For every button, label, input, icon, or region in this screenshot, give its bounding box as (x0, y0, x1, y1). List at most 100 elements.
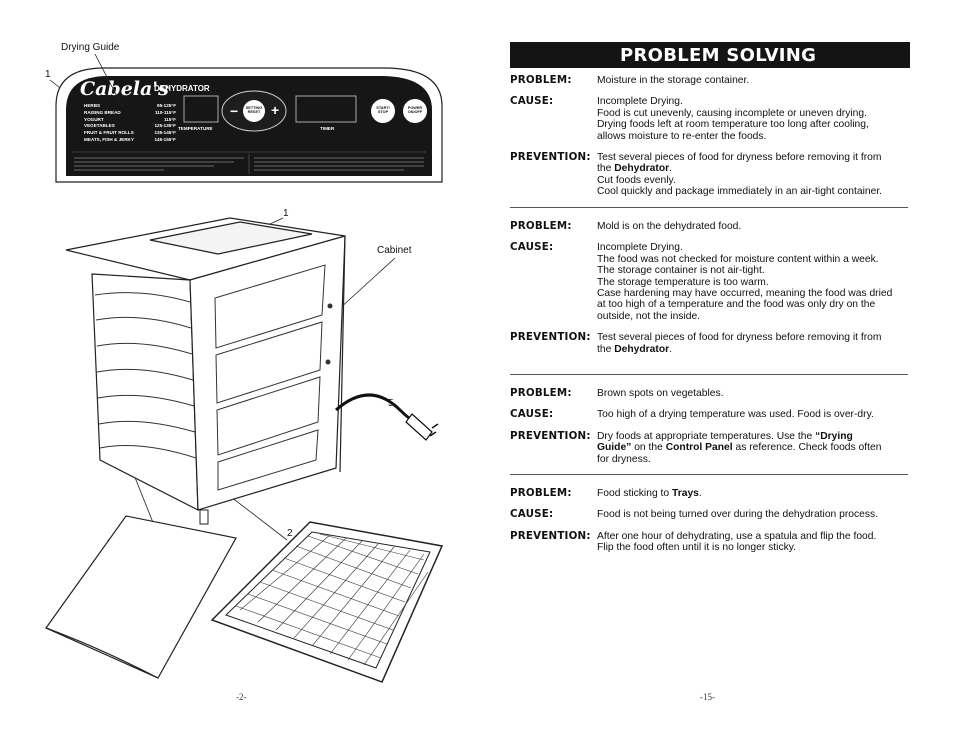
guide-temp: 145-155°F (154, 136, 176, 142)
cause-label: CAUSE: (510, 241, 554, 254)
text-run: Food sticking to (597, 488, 672, 499)
prevention-label: PREVENTION: (510, 529, 591, 542)
text-run: as reference. Check foods often (732, 442, 882, 454)
guide-temp: 125-135°F (154, 123, 176, 129)
panel-timer-label: TIMER (320, 126, 335, 131)
prevention-row: PREVENTION: Test several pieces of food … (510, 151, 910, 198)
guide-temp: 135-145°F (154, 130, 176, 136)
callout-number-1-panel: 1 (45, 69, 51, 80)
prevention-text: After one hour of dehydrating, use a spa… (597, 531, 910, 554)
cause-line: Incomplete Drying. (597, 242, 683, 254)
text-run: the (597, 163, 615, 175)
prevention-text: Test several pieces of food for dryness … (597, 152, 910, 198)
text-run: . (669, 343, 672, 355)
prevention-line: After one hour of dehydrating, use a spa… (597, 530, 877, 542)
prevention-label: PREVENTION: (510, 429, 591, 442)
problem-text: Brown spots on vegetables. (597, 388, 724, 399)
cause-line: at too high of a temperature and the foo… (597, 299, 876, 311)
text-run: . (698, 488, 702, 499)
callout-drying-guide: Drying Guide (61, 42, 120, 53)
problem-text: Food sticking to Trays. (597, 488, 910, 499)
text-run: . (669, 163, 672, 175)
prevention-row: PREVENTION: Test several pieces of food … (510, 331, 910, 355)
guide-temp: 95-125°F (157, 103, 176, 108)
guide-row: MEATS, FISH & JERKY 145-155°F (84, 137, 176, 144)
cause-line: Incomplete Drying. (597, 96, 683, 108)
prevention-line: the Dehydrator. (597, 344, 910, 355)
prevention-line: Flip the food often until it is no longe… (597, 542, 796, 554)
panel-power-button[interactable]: POWER ON/OFF (407, 106, 423, 115)
cause-line: The storage temperature is too warm. (597, 276, 769, 288)
text-run: Dry foods at appropriate temperatures. U… (597, 430, 816, 442)
panel-product-name: DEHYDRATOR (154, 84, 210, 93)
problem-text: Moisture in the storage container. (597, 75, 750, 86)
cause-row: CAUSE: Too high of a drying temperature … (510, 408, 910, 421)
panel-start-stop-button[interactable]: START/ STOP (376, 106, 390, 115)
cause-text: Too high of a drying temperature was use… (597, 409, 874, 421)
text-run-bold: Trays (671, 488, 699, 499)
prevention-line: Cool quickly and package immediately in … (597, 186, 883, 198)
guide-food: RAISING BREAD (84, 109, 121, 115)
problem-label: PROBLEM: (510, 220, 572, 232)
cause-label: CAUSE: (510, 508, 554, 521)
panel-temperature-label: TEMPERATURE (178, 126, 213, 131)
prevention-line: the Dehydrator. (597, 163, 910, 174)
cause-row: CAUSE: Incomplete Drying. Food is cut un… (510, 95, 910, 142)
prevention-text: Dry foods at appropriate temperatures. U… (597, 431, 910, 465)
cause-label: CAUSE: (510, 95, 554, 108)
problem-row: PROBLEM: Moisture in the storage contain… (510, 74, 910, 86)
text-run-bold: Dehydrator (614, 343, 670, 355)
text-run-bold: “Drying (815, 430, 853, 442)
problem-row: PROBLEM: Mold is on the dehydrated food. (510, 220, 910, 232)
callout-number-2: 2 (287, 528, 293, 539)
prevention-row: PREVENTION: After one hour of dehydratin… (510, 529, 910, 554)
problem-row: PROBLEM: Brown spots on vegetables. (510, 387, 910, 399)
prevention-line: Cut foods evenly. (597, 174, 676, 186)
cause-row: CAUSE: Food is not being turned over dur… (510, 508, 910, 521)
problem-text: Mold is on the dehydrated food. (597, 221, 742, 232)
cause-line: The food was not checked for moisture co… (597, 253, 879, 265)
cause-text: Incomplete Drying. Food is cut unevenly,… (597, 96, 910, 142)
guide-food: VEGETABLES (84, 123, 115, 129)
text-run: the (597, 343, 615, 355)
prevention-text: Test several pieces of food for dryness … (597, 332, 910, 355)
prevention-line: Guide” on the Control Panel as reference… (597, 442, 910, 453)
callout-cabinet: Cabinet (377, 245, 412, 256)
panel-setting-reset-button[interactable]: SETTING RESET (245, 106, 263, 115)
problem-label: PROBLEM: (510, 387, 572, 399)
guide-temp: 110-115°F (155, 109, 176, 115)
panel-minus-button[interactable]: − (230, 103, 239, 119)
text-run-bold: Control Panel (665, 442, 733, 454)
problem-block-3: PROBLEM: Brown spots on vegetables. CAUS… (510, 387, 910, 465)
panel-plus-button[interactable]: + (271, 102, 280, 118)
guide-temp: 115°F (163, 116, 176, 122)
text-run-bold: Dehydrator (614, 163, 670, 175)
prevention-row: PREVENTION: Dry foods at appropriate tem… (510, 429, 910, 465)
cause-line: Food is cut unevenly, causing incomplete… (597, 107, 867, 119)
cause-line: outside, not the inside. (597, 310, 701, 322)
page-title: PROBLEM SOLVING (620, 45, 817, 66)
prevention-line: Test several pieces of food for dryness … (597, 152, 882, 164)
cause-text: Food is not being turned over during the… (597, 509, 879, 521)
prevention-label: PREVENTION: (510, 331, 591, 344)
guide-row: VEGETABLES 125-135°F (84, 123, 176, 130)
separator-1 (510, 207, 908, 208)
dehydrator-illustration (45, 217, 444, 683)
problem-label: PROBLEM: (510, 74, 572, 86)
guide-food: MEATS, FISH & JERKY (84, 136, 134, 142)
separator-2 (510, 374, 908, 375)
page-number-left: -2- (236, 692, 247, 702)
cause-line: Case hardening may have occurred, meanin… (597, 288, 893, 300)
cause-row: CAUSE: Incomplete Drying. The food was n… (510, 241, 910, 322)
cause-line: Drying foods left at room temperature to… (597, 119, 869, 131)
cause-line: The storage container is not air-tight. (597, 265, 765, 277)
prevention-line: Dry foods at appropriate temperatures. U… (597, 431, 910, 442)
page-number-right: -15- (700, 692, 715, 702)
problem-label: PROBLEM: (510, 487, 572, 499)
control-panel-graphic (55, 67, 443, 183)
problem-block-2: PROBLEM: Mold is on the dehydrated food.… (510, 220, 910, 355)
